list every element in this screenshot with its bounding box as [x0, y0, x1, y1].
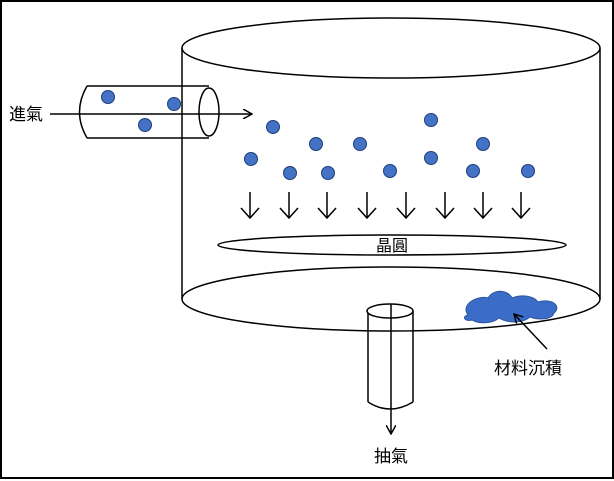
- gas-particle: [101, 90, 115, 104]
- gas-particle: [383, 164, 397, 178]
- chamber-top-ellipse: [181, 17, 601, 79]
- down-arrow: [317, 192, 337, 220]
- inlet-pipe: [78, 85, 220, 139]
- wafer-disc: [217, 234, 567, 256]
- gas-particle: [309, 137, 323, 151]
- deposition-blob: [464, 290, 558, 324]
- wafer-label: 晶圓: [376, 236, 408, 255]
- deposition-label: 材料沉積: [494, 359, 562, 379]
- down-arrow: [435, 192, 455, 220]
- down-arrow: [240, 192, 260, 220]
- inlet-label: 進氣: [9, 105, 43, 125]
- gas-particle: [244, 152, 258, 166]
- gas-particles: [101, 90, 535, 180]
- down-arrow: [357, 192, 377, 220]
- gas-particle: [167, 97, 181, 111]
- down-arrow: [279, 192, 299, 220]
- gas-particle: [424, 151, 438, 165]
- gas-particle: [321, 166, 335, 180]
- gas-particle: [521, 164, 535, 178]
- down-arrow: [473, 192, 493, 220]
- gas-particle: [476, 137, 490, 151]
- exhaust-opening: [366, 303, 414, 319]
- inlet-opening: [198, 87, 220, 137]
- exhaust-pipe: [366, 303, 414, 410]
- wafer: 晶圓: [217, 234, 567, 256]
- gas-particle: [283, 166, 297, 180]
- down-arrow: [396, 192, 416, 220]
- gas-particle: [424, 113, 438, 127]
- exhaust-label: 抽氣: [374, 447, 408, 467]
- deposition-pointer: [514, 314, 548, 350]
- gas-particle: [466, 164, 480, 178]
- down-arrow: [511, 192, 531, 220]
- gas-particle: [266, 120, 280, 134]
- gas-particle: [353, 137, 367, 151]
- deposition-arrows: [240, 192, 531, 220]
- gas-particle: [138, 118, 152, 132]
